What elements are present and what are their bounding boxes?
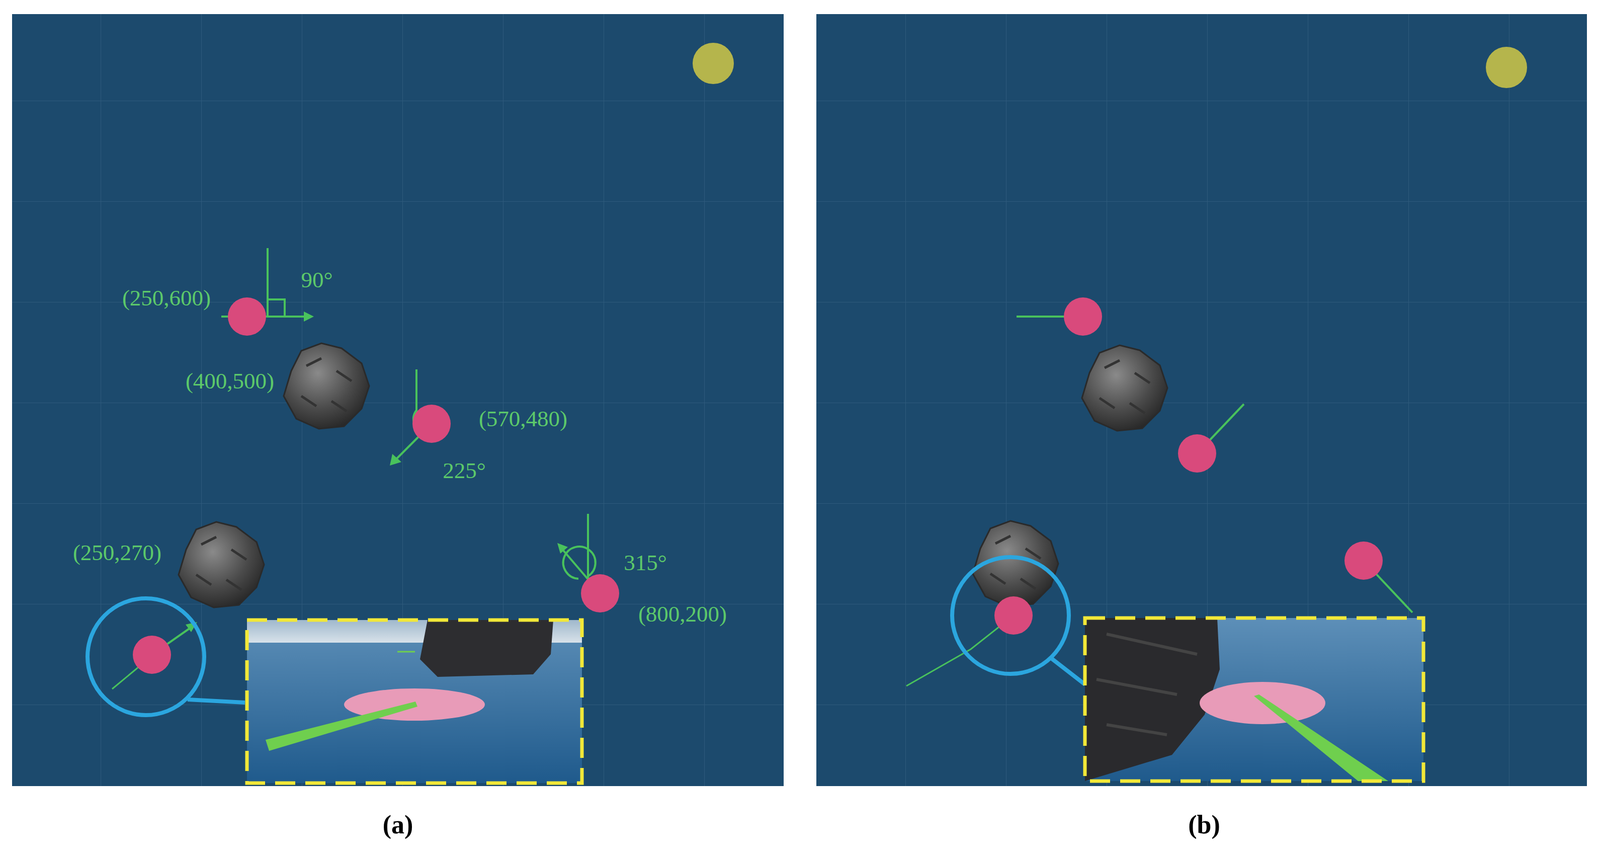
coordinate-label: (250,270) xyxy=(72,541,162,564)
panel-caption: (b) xyxy=(1188,811,1221,838)
coordinate-label: (250,600) xyxy=(122,286,211,310)
coordinate-label: (800,200) xyxy=(638,602,727,626)
angle-label: 90° xyxy=(301,268,333,292)
coordinate-label: (400,500) xyxy=(185,369,275,393)
coordinate-label: (570,480) xyxy=(478,407,568,431)
panel-caption: (a) xyxy=(382,811,414,838)
angle-label: 225° xyxy=(442,459,486,482)
angle-label: 315° xyxy=(623,551,667,574)
